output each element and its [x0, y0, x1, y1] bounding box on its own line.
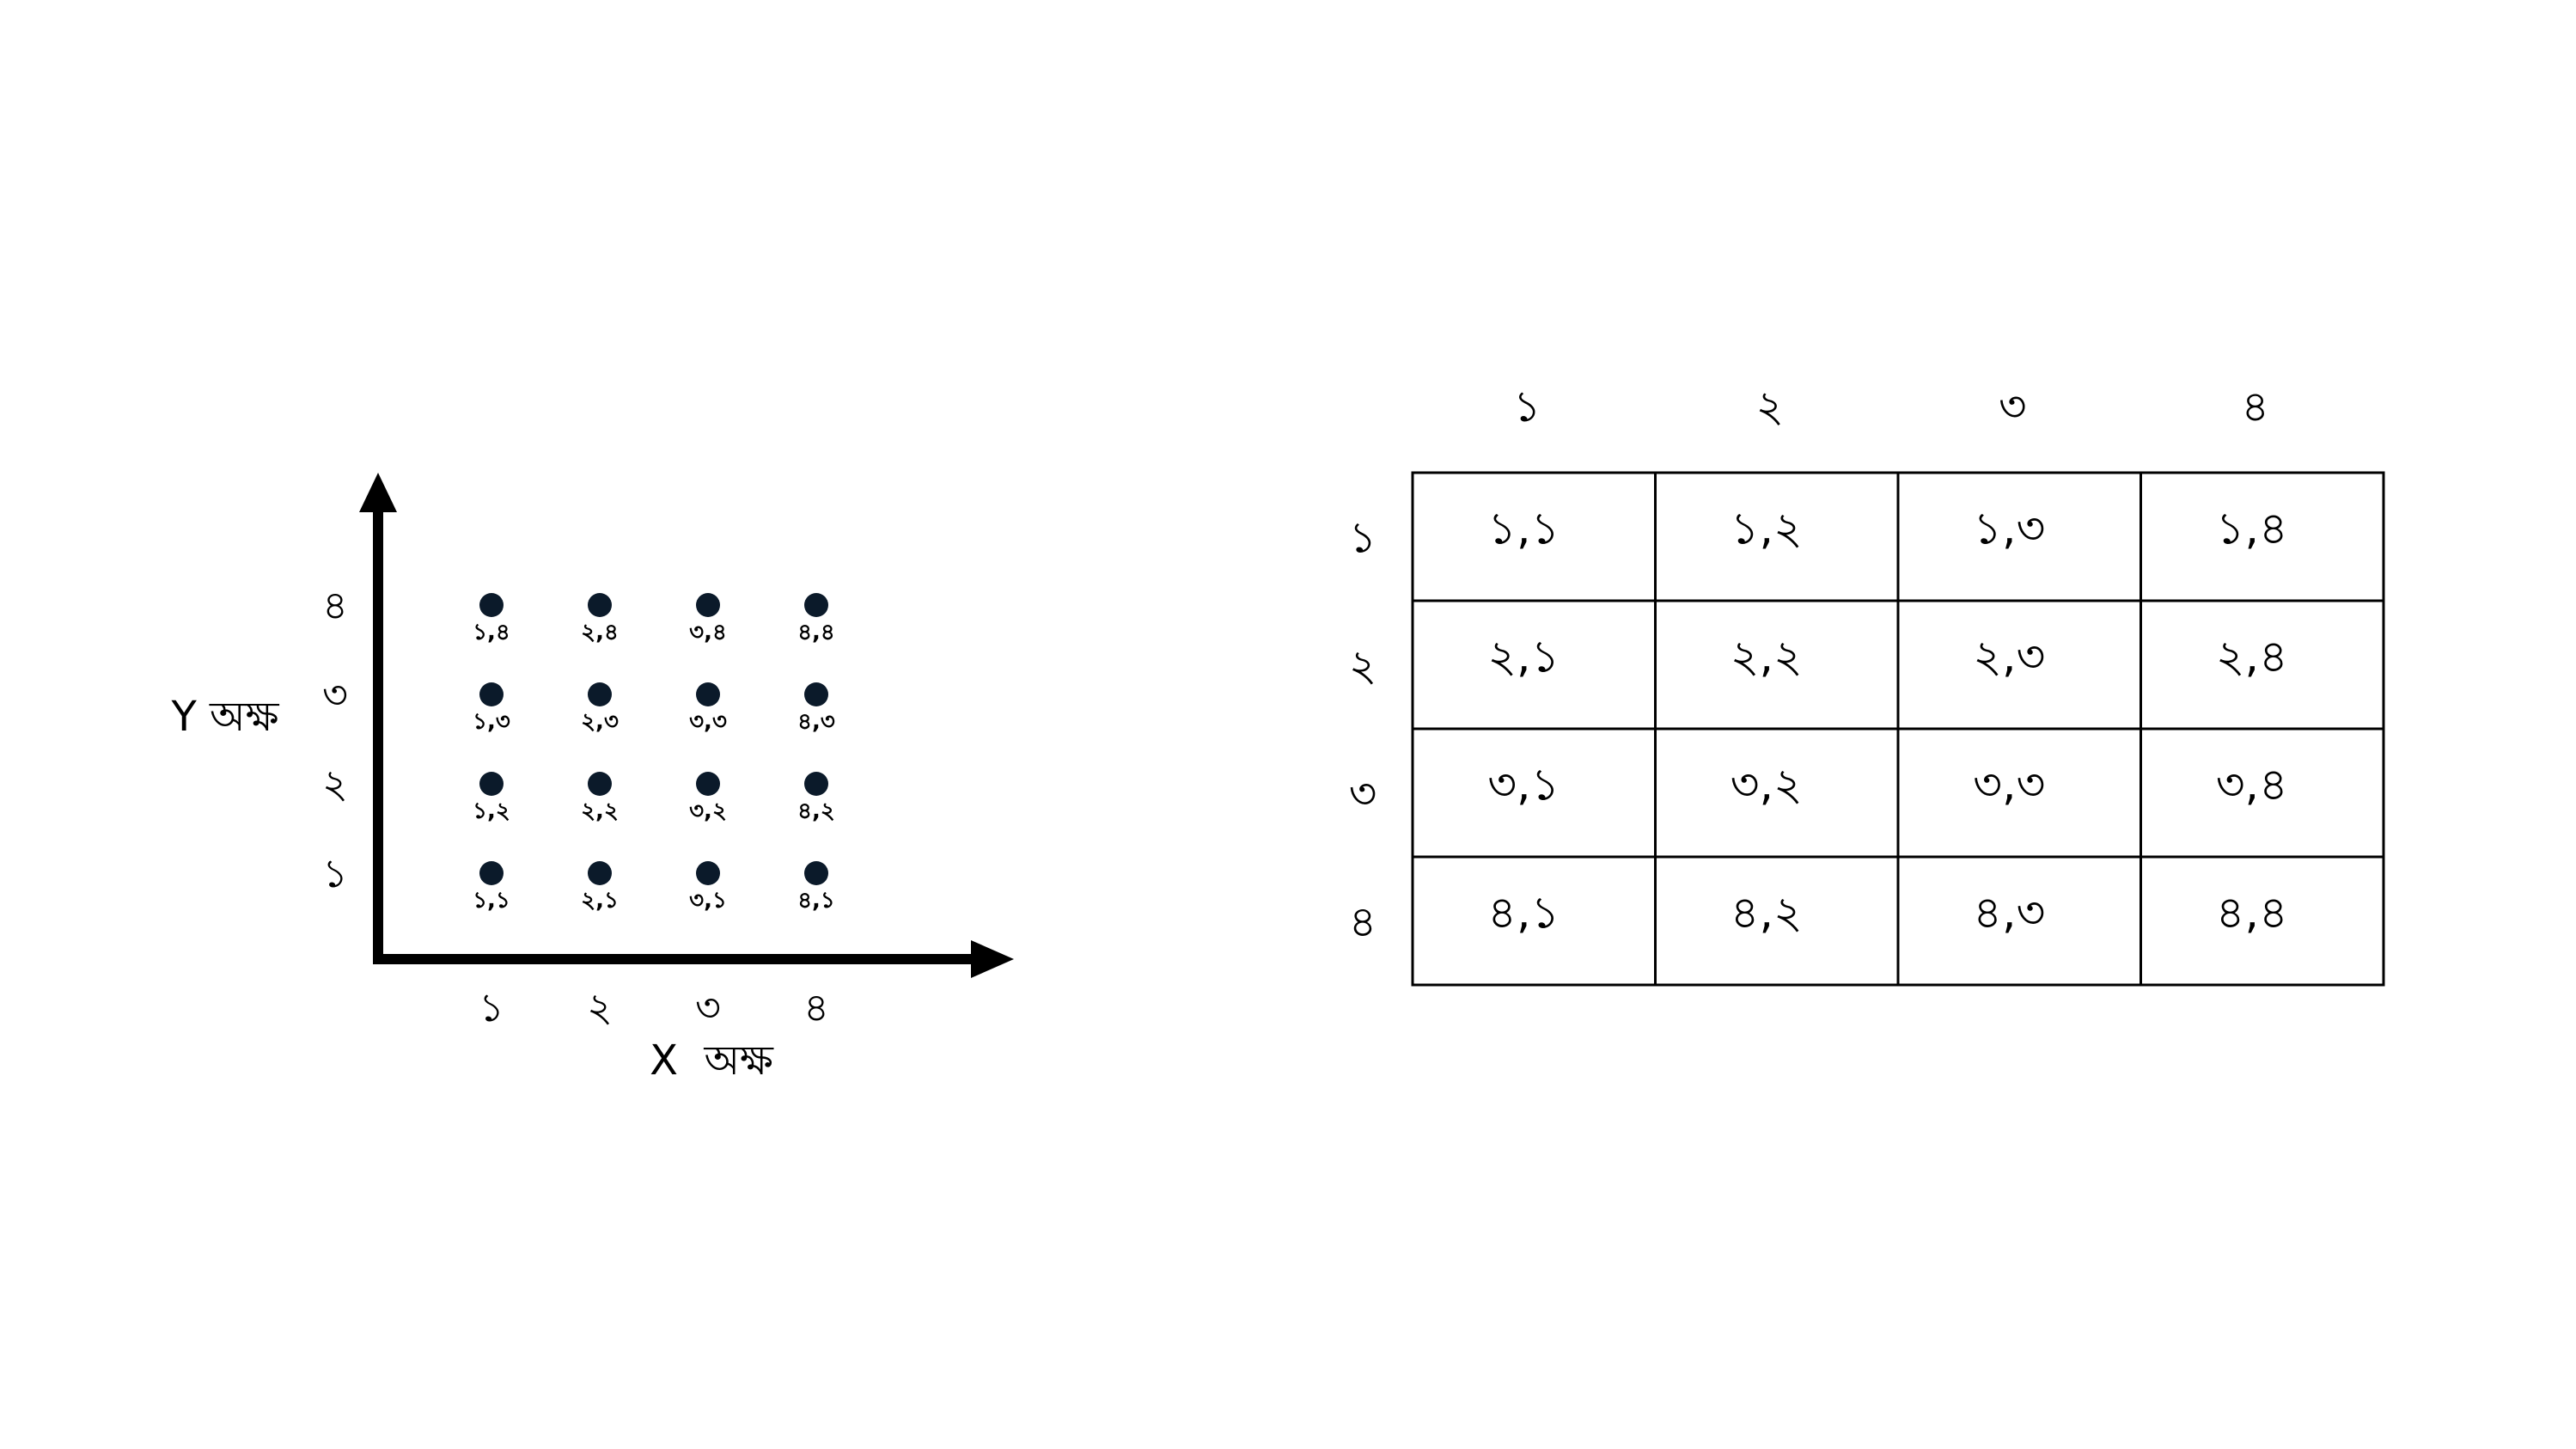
matrix-row-headers: ১ ২ ৩ ৪: [1349, 513, 1377, 947]
matrix-column-header: ২: [1755, 382, 1784, 431]
matrix-cells: ১,১ ১,২ ১,৩ ১,৪ ২,১ ২,২ ২,৩ ২,৪ ৩,১ ৩,২ ৩,৩ ৩,৪ ৪,১ ৪…: [1411, 471, 2385, 987]
matrix-cell-text: ২,২: [1731, 632, 1803, 683]
matrix-cell-text: ১,৪: [2216, 504, 2288, 555]
data-point: [696, 682, 720, 706]
y-axis-label: Y অক্ষ: [170, 693, 279, 741]
data-point-label: ৪,৩: [797, 709, 835, 735]
coordinate-plot: Y অক্ষ X অক্ষ ১ ২ ৩ ৪ ১ ২ ৩ ৪ ১,১ ২,১ ৩,১ ৪,১ ১,২ ২…: [170, 473, 1014, 1085]
data-point-label: ১,৪: [473, 620, 510, 645]
y-tick-label: ৪: [322, 582, 348, 628]
data-point: [479, 772, 504, 796]
matrix-cell-text: ৪,৩: [1973, 888, 2045, 939]
matrix-cell-text: ৩,২: [1731, 760, 1803, 811]
data-point: [804, 861, 828, 885]
data-point-label: ৩,১: [689, 888, 727, 914]
matrix-cell-text: ১,৩: [1973, 504, 2045, 555]
matrix-cell-text: ৩,৪: [2216, 760, 2288, 811]
x-axis-arrowhead: [971, 940, 1014, 978]
matrix-column-headers: ১ ২ ৩ ৪: [1513, 382, 2269, 431]
data-point-label: ৪,২: [797, 798, 835, 824]
data-point-label: ৪,৪: [797, 620, 835, 645]
x-axis-label: X অক্ষ: [650, 1036, 774, 1085]
data-point-label: ১,২: [473, 798, 510, 824]
matrix-cell-text: ৪,৪: [2216, 888, 2288, 939]
matrix-row-header: ৪: [1349, 897, 1377, 947]
matrix-cell-text: ২,৩: [1973, 632, 2045, 683]
matrix-row-header: ৩: [1349, 769, 1377, 819]
data-point: [479, 682, 504, 706]
data-point-label: ৩,৩: [689, 709, 727, 735]
matrix-cell-text: ৪,২: [1731, 888, 1803, 939]
data-point-label: ৪,১: [797, 888, 835, 914]
matrix-border: [1411, 471, 2385, 987]
data-point-label: ২,৩: [581, 709, 619, 735]
data-points: ১,১ ২,১ ৩,১ ৪,১ ১,২ ২,২ ৩,২ ৪,২ ১,৩ ২,৩ ৩,৩ ৪,৩ ১,৪ ২…: [473, 593, 835, 914]
data-point: [588, 593, 612, 617]
matrix-cell-text: ৩,১: [1487, 760, 1560, 811]
y-tick-label: ২: [322, 761, 348, 807]
matrix-cell-text: ১,২: [1731, 504, 1803, 555]
matrix-column-header: ৩: [1999, 382, 2027, 431]
data-point: [479, 593, 504, 617]
x-tick-label: ১: [479, 984, 504, 1030]
matrix-cell-text: ১,১: [1487, 504, 1560, 555]
data-point-label: ২,১: [581, 888, 619, 914]
data-point: [804, 772, 828, 796]
data-point: [588, 682, 612, 706]
data-point: [696, 861, 720, 885]
matrix-column-header: ৪: [2242, 382, 2269, 431]
data-point: [479, 861, 504, 885]
y-axis-arrowhead: [359, 473, 397, 512]
data-point-label: ১,১: [473, 888, 510, 914]
data-point-label: ৩,৪: [689, 620, 727, 645]
data-point: [696, 593, 720, 617]
data-point: [588, 861, 612, 885]
matrix-row-header: ২: [1349, 641, 1377, 691]
x-tick-label: ৪: [803, 984, 829, 1030]
matrix-cell-text: ৪,১: [1487, 888, 1560, 939]
x-tick-label: ৩: [695, 984, 721, 1030]
y-tick-label: ৩: [322, 671, 348, 718]
data-point: [804, 682, 828, 706]
matrix-row-header: ১: [1349, 513, 1377, 563]
matrix-cell-text: ২,৪: [2216, 632, 2288, 683]
data-point-label: ৩,২: [689, 798, 727, 824]
data-point-label: ২,৪: [581, 620, 619, 645]
matrix-column-header: ১: [1513, 382, 1541, 431]
data-point-label: ১,৩: [473, 709, 510, 735]
matrix-cell-text: ৩,৩: [1973, 760, 2045, 811]
data-point: [696, 772, 720, 796]
y-tick-label: ১: [322, 850, 348, 896]
matrix-cell-text: ২,১: [1487, 632, 1560, 683]
y-tick-labels: ১ ২ ৩ ৪: [322, 582, 348, 896]
matrix-table: ১ ২ ৩ ৪ ১ ২ ৩ ৪ ১,১ ১,২ ১,৩ ১,৪ ২,১ ২,২ ২,৩ ২,৪ ৩,১ ৩,২…: [1349, 382, 2385, 987]
data-point: [588, 772, 612, 796]
data-point-label: ২,২: [581, 798, 619, 824]
x-tick-label: ২: [587, 984, 613, 1030]
x-tick-labels: ১ ২ ৩ ৪: [479, 984, 829, 1030]
data-point: [804, 593, 828, 617]
